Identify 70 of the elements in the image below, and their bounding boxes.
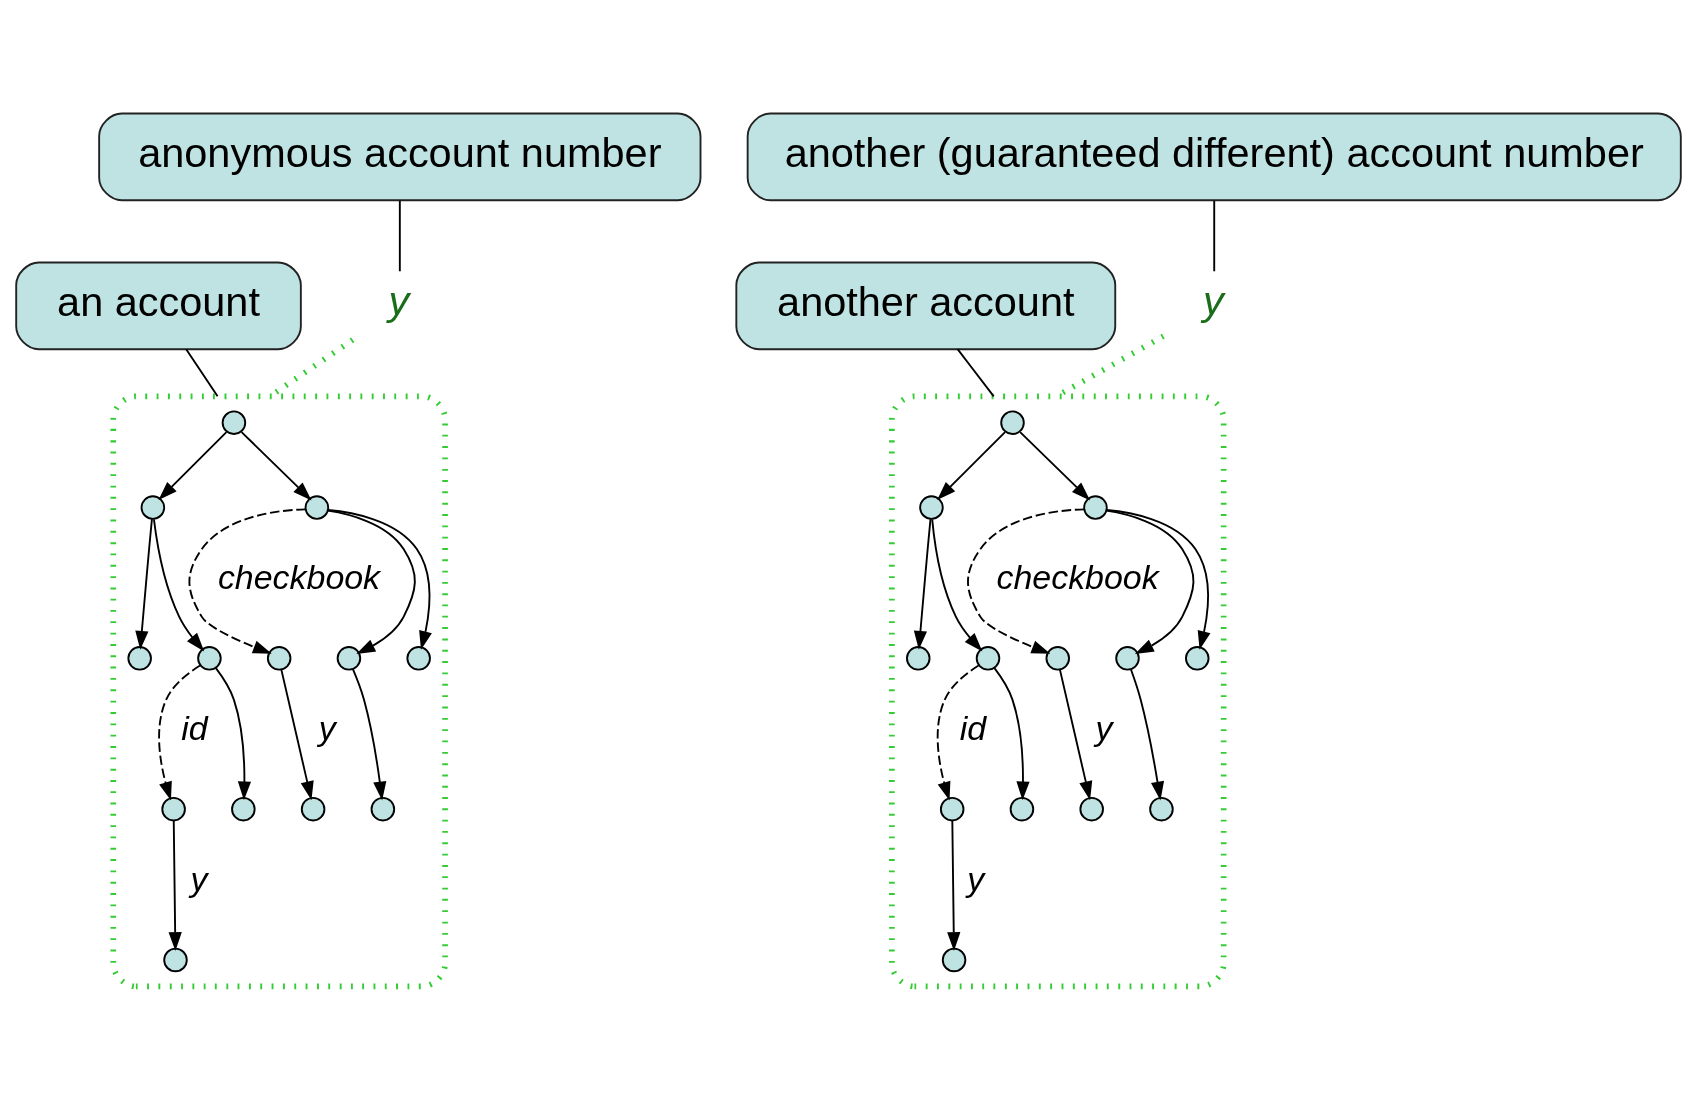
node-circle xyxy=(163,947,188,973)
edge-label: id xyxy=(181,709,208,748)
cluster xyxy=(889,393,1227,990)
node-circle xyxy=(266,646,292,671)
node-circle xyxy=(127,646,152,671)
node-circle xyxy=(941,947,967,973)
node-circle xyxy=(975,646,1001,671)
connector xyxy=(956,348,995,398)
node-circle xyxy=(939,796,965,822)
connector xyxy=(1213,199,1216,273)
arrow xyxy=(168,819,182,952)
node-circle xyxy=(1115,646,1140,671)
arrow xyxy=(158,664,201,801)
connector xyxy=(398,199,401,273)
node-circle xyxy=(221,410,247,435)
arrow xyxy=(153,518,205,652)
arrow xyxy=(188,508,307,654)
arrow xyxy=(1105,509,1211,650)
node-circle xyxy=(161,796,186,822)
node-circle xyxy=(197,646,222,671)
arrow xyxy=(326,509,416,654)
arrow xyxy=(937,431,1006,500)
edge-label: id xyxy=(959,709,987,748)
arrow xyxy=(351,668,387,801)
arrow xyxy=(1129,668,1165,801)
node-circle xyxy=(370,796,396,822)
node-box: anonymous account number xyxy=(98,112,702,202)
arrow xyxy=(158,431,228,500)
node-circle xyxy=(1149,796,1174,822)
arrow xyxy=(947,819,961,952)
arrow xyxy=(1105,509,1195,654)
node-box: another account xyxy=(735,261,1117,351)
node-circle xyxy=(304,495,330,520)
arrow xyxy=(936,664,980,801)
edge-label: y xyxy=(967,859,985,898)
node-circle xyxy=(406,646,431,671)
edge-label: y xyxy=(1095,709,1113,748)
arrow xyxy=(993,667,1030,801)
arrow xyxy=(913,518,932,650)
node-text: y xyxy=(388,276,410,324)
node-circle xyxy=(906,646,931,671)
arrow xyxy=(1059,668,1093,801)
edge-label: y xyxy=(190,859,208,898)
node-circle xyxy=(1000,410,1025,435)
node-circle xyxy=(231,796,256,822)
node-box: another (guaranteed different) account number xyxy=(746,112,1682,202)
node-circle xyxy=(1083,495,1108,520)
node-circle xyxy=(300,796,326,822)
node-circle xyxy=(1185,646,1210,671)
node-box: an account xyxy=(15,261,302,351)
node-circle xyxy=(1009,796,1035,822)
node-circle xyxy=(919,495,944,520)
arrow xyxy=(327,509,432,650)
arrow xyxy=(1019,431,1091,501)
arrow xyxy=(240,431,312,501)
node-circle xyxy=(140,495,166,520)
cluster xyxy=(110,393,448,990)
node-text: y xyxy=(1202,276,1224,324)
node-circle xyxy=(336,646,362,671)
edge-label: checkbook xyxy=(996,558,1159,597)
edge-label: y xyxy=(318,709,336,748)
node-circle xyxy=(1045,646,1070,671)
arrow xyxy=(214,667,252,801)
arrow xyxy=(280,668,314,801)
edge-label: checkbook xyxy=(217,558,381,597)
arrow xyxy=(135,518,153,650)
node-circle xyxy=(1079,796,1104,822)
arrow xyxy=(931,518,983,652)
arrow xyxy=(967,508,1086,654)
connector xyxy=(185,348,219,398)
